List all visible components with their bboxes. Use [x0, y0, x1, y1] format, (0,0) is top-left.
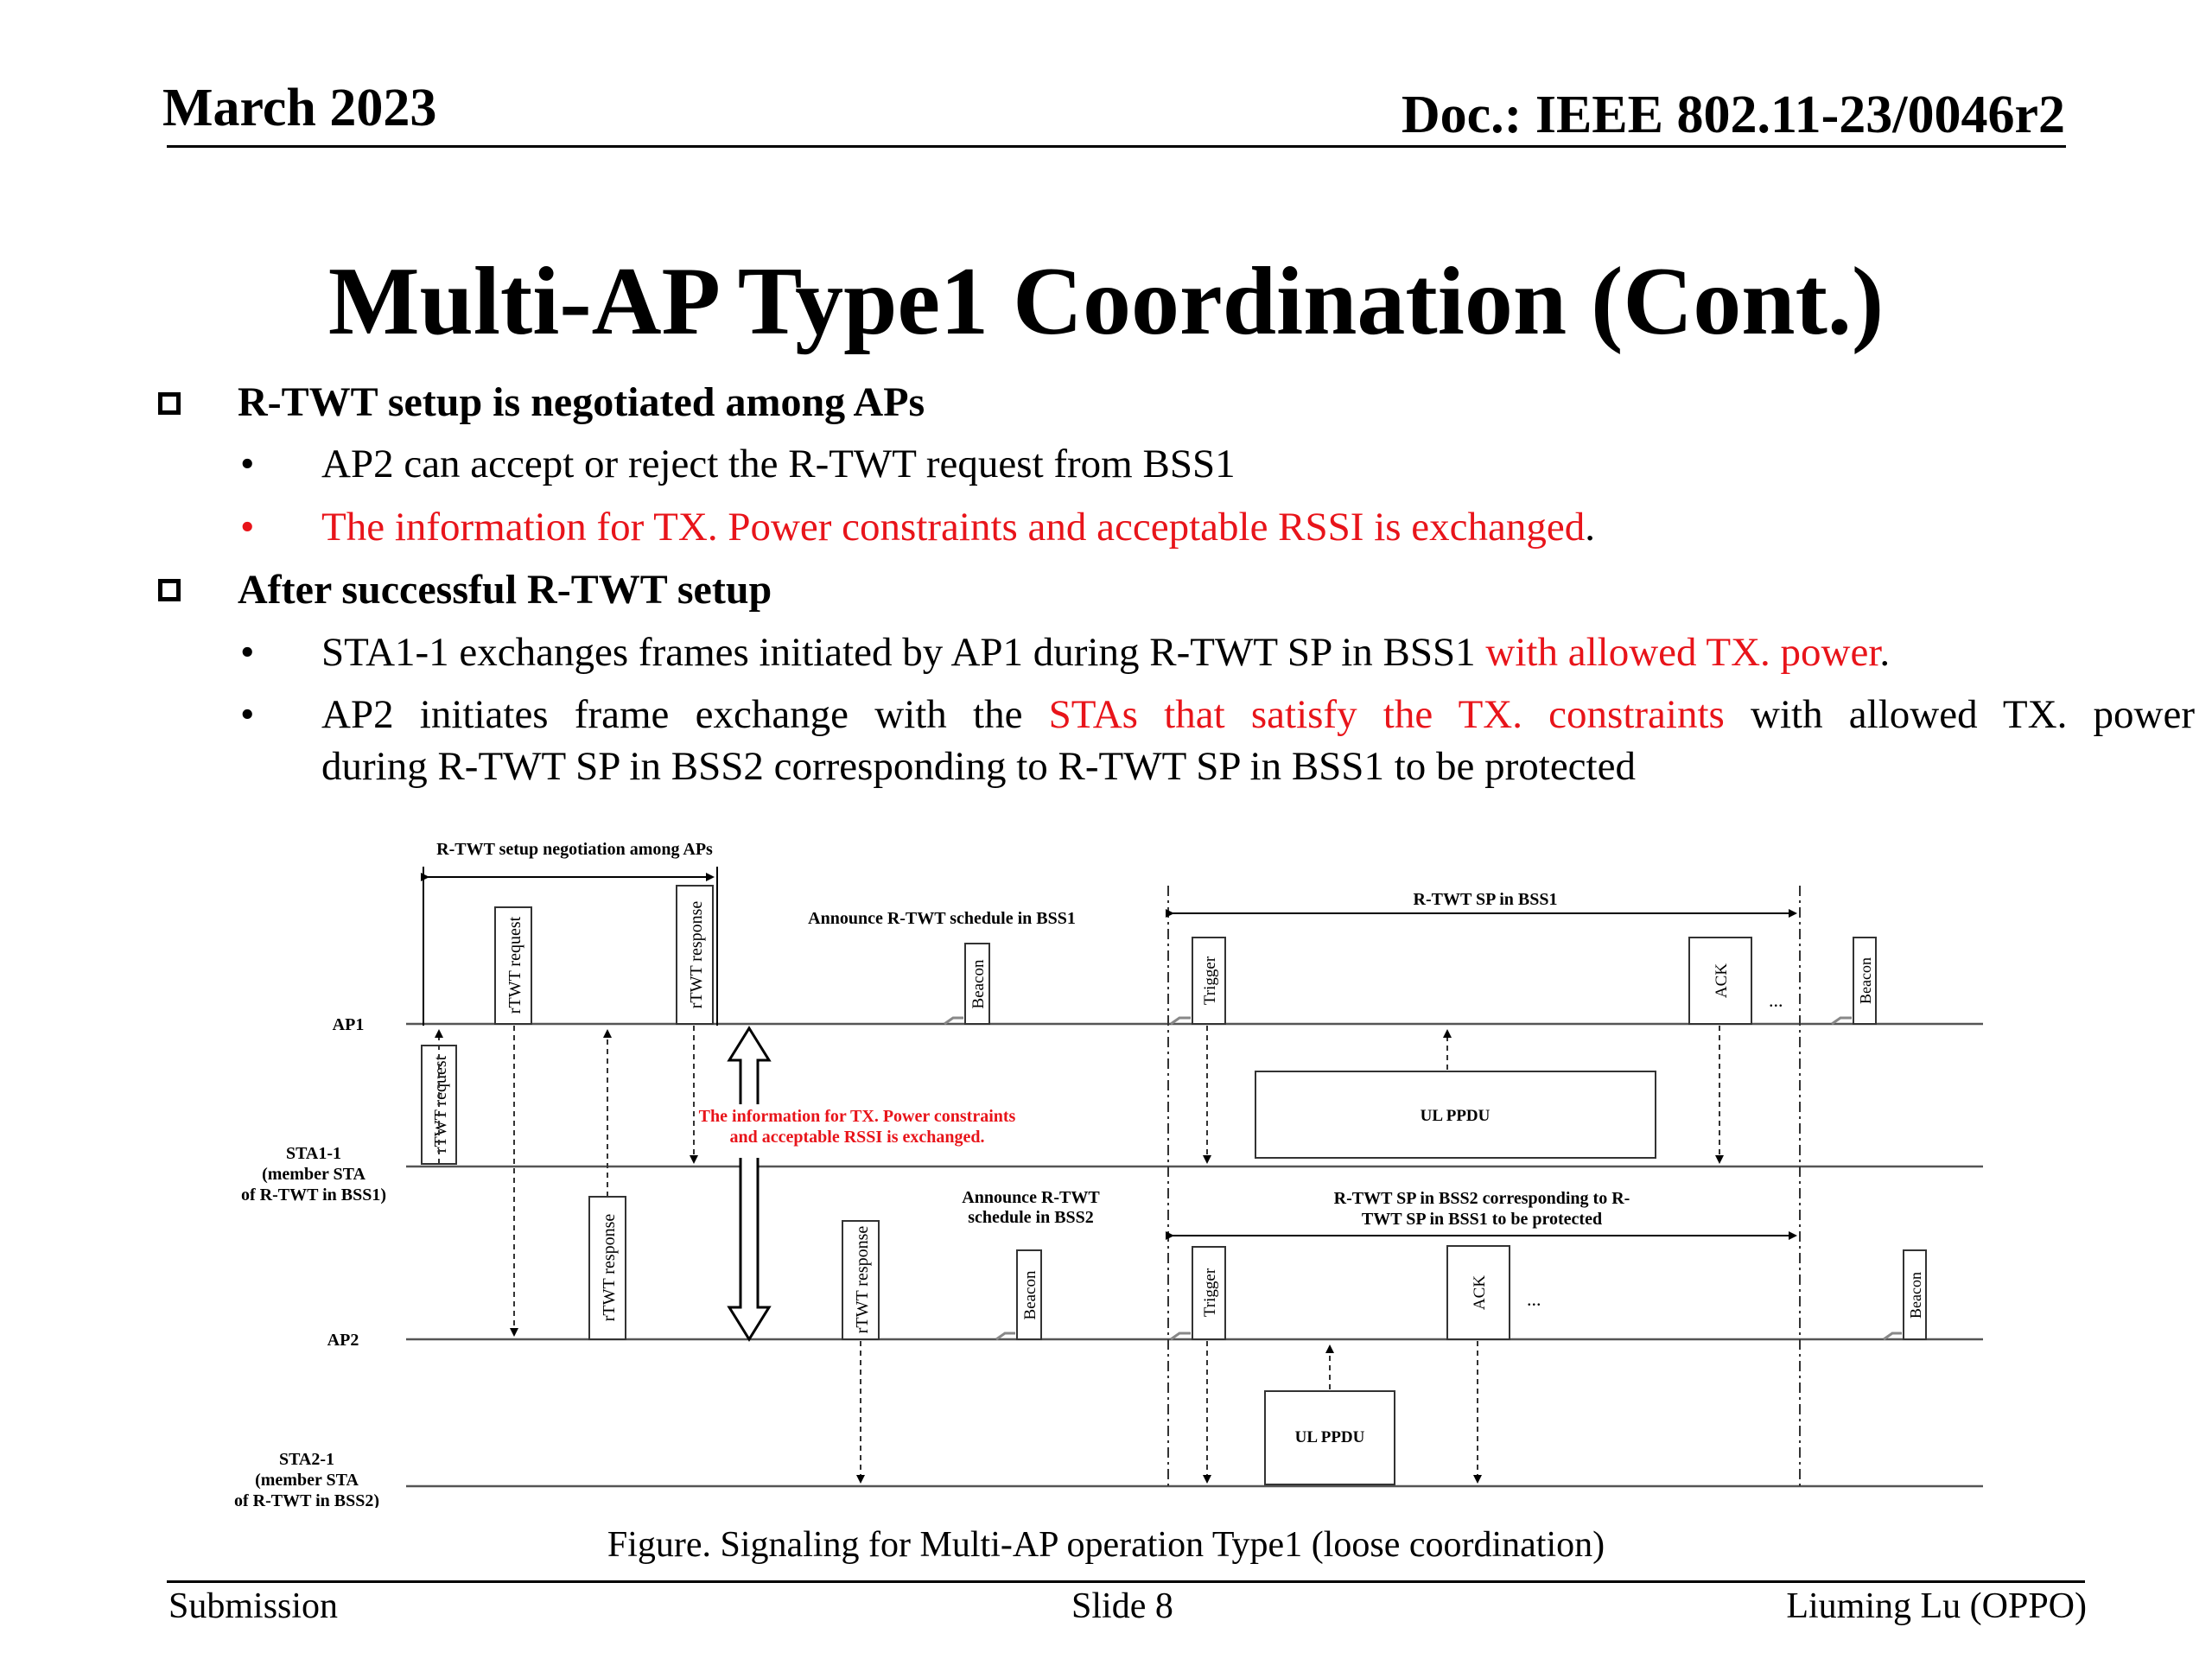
bullet-2-2-pre: AP2 initiates frame exchange with the — [321, 692, 1049, 737]
ellipsis-ap1: ... — [1769, 989, 1783, 1011]
row-label-sta11-1: STA1-1 — [286, 1144, 341, 1163]
label-ul-ppdu-sta21: UL PPDU — [1295, 1428, 1365, 1446]
label-rtwt-response-ap1: rTWT response — [687, 901, 706, 1009]
section-heading-2: After successful R-TWT setup — [238, 567, 772, 613]
frame-rtwt-request-ap1 — [494, 906, 532, 1025]
row-label-sta11-2: (member STA — [262, 1165, 365, 1184]
section-heading-1: R-TWT setup is negotiated among APs — [238, 379, 925, 425]
frame-beacon-ap1-1 — [964, 943, 990, 1025]
info-exchange-double-arrow — [727, 1026, 772, 1342]
bullet-1-2-tail: . — [1585, 505, 1596, 550]
bullet-dot-icon: • — [240, 442, 255, 486]
row-label-ap1: AP1 — [333, 1015, 365, 1034]
slide-title: Multi-AP Type1 Coordination (Cont.) — [327, 248, 1885, 355]
label-trigger-ap2: Trigger — [1201, 1268, 1219, 1317]
signaling-diagram: AP1 STA1-1 (member STA of R-TWT in BSS1)… — [234, 840, 1983, 1508]
announce-bss1-label: Announce R-TWT schedule in BSS1 — [808, 909, 1076, 928]
row-label-sta21-1: STA2-1 — [279, 1450, 334, 1469]
bullet-2-2: AP2 initiates frame exchange with the ST… — [321, 691, 2195, 738]
label-rtwt-request-ap1: rTWT request — [505, 916, 524, 1014]
frame-ack-ap1 — [1688, 937, 1752, 1025]
bullet-2-2-line2: during R-TWT SP in BSS2 corresponding to… — [321, 744, 1636, 789]
frame-beacon-ap2-2 — [1903, 1249, 1927, 1340]
bullet-dot-icon: • — [240, 630, 255, 675]
ellipsis-ap2: ... — [1527, 1288, 1541, 1310]
sp-bss2-label-1: R-TWT SP in BSS2 corresponding to R- — [1334, 1189, 1630, 1208]
info-exchange-label-1: The information for TX. Power constraint… — [699, 1107, 1016, 1126]
footer-slide-number: Slide 8 — [1071, 1586, 1173, 1626]
row-label-ap2: AP2 — [327, 1331, 359, 1350]
announce-bss2-label-1: Announce R-TWT — [962, 1188, 1100, 1207]
announce-bss2-label-2: schedule in BSS2 — [968, 1208, 1094, 1227]
bullet-dot-icon: • — [240, 505, 255, 550]
info-exchange-label-2: and acceptable RSSI is exchanged. — [729, 1128, 984, 1147]
label-beacon-ap1-1: Beacon — [969, 959, 988, 1008]
footer-submission: Submission — [168, 1586, 339, 1626]
bullet-2-1-pre: STA1-1 exchanges frames initiated by AP1… — [321, 630, 1486, 675]
label-rtwt-response-ap2-a: rTWT response — [600, 1214, 619, 1322]
label-beacon-ap2-1: Beacon — [1021, 1270, 1039, 1319]
bullet-2-1-red: with allowed TX. power — [1485, 630, 1880, 675]
square-bullet-icon — [158, 579, 181, 601]
label-beacon-ap2-2: Beacon — [1907, 1272, 1924, 1319]
label-beacon-ap1-2: Beacon — [1857, 957, 1874, 1004]
row-label-sta21-2: (member STA — [255, 1471, 359, 1490]
label-ack-ap2: ACK — [1471, 1275, 1489, 1310]
setup-negotiation-label: R-TWT setup negotiation among APs — [436, 840, 713, 859]
frame-trigger-ap2 — [1192, 1246, 1226, 1340]
bullet-1-1: AP2 can accept or reject the R-TWT reque… — [321, 442, 1236, 486]
bullet-1-2: The information for TX. Power constraint… — [321, 504, 1595, 550]
label-rtwt-response-ap2-b: rTWT response — [853, 1226, 872, 1334]
sp-bss2-label-2: TWT SP in BSS1 to be protected — [1362, 1210, 1602, 1229]
info-text-backdrop — [709, 1104, 1011, 1158]
frame-beacon-ap1-2 — [1853, 937, 1877, 1025]
bullet-dot-icon: • — [240, 692, 255, 737]
frame-ul-ppdu-sta21 — [1264, 1390, 1395, 1485]
figure-caption: Figure. Signaling for Multi-AP operation… — [607, 1525, 1605, 1565]
frame-rtwt-response-ap2-a — [588, 1196, 626, 1340]
bullet-2-2-tail: with allowed TX. power — [1724, 692, 2195, 737]
header-doc-number: Doc.: IEEE 802.11-23/0046r2 — [1401, 86, 2065, 144]
sp-bss1-label: R-TWT SP in BSS1 — [1414, 890, 1558, 909]
label-ack-ap1: ACK — [1713, 963, 1731, 998]
bullet-1-2-red: The information for TX. Power constraint… — [321, 505, 1586, 550]
label-trigger-ap1: Trigger — [1201, 956, 1219, 1005]
label-ul-ppdu-sta11: UL PPDU — [1421, 1107, 1491, 1125]
frame-rtwt-response-ap1 — [676, 885, 714, 1025]
footer-author: Liuming Lu (OPPO) — [1786, 1586, 2087, 1626]
frame-rtwt-response-ap2-b — [842, 1220, 880, 1340]
row-label-sta11-3: of R-TWT in BSS1) — [241, 1185, 386, 1205]
header-date: March 2023 — [162, 79, 437, 137]
row-label-sta21-3: of R-TWT in BSS2) — [234, 1491, 379, 1508]
bullet-2-1-tail: . — [1879, 630, 1891, 675]
frame-ramps — [944, 1016, 1902, 1341]
footer-rule — [167, 1580, 2085, 1583]
frame-trigger-ap1 — [1192, 937, 1226, 1025]
frame-beacon-ap2-1 — [1016, 1249, 1042, 1340]
square-bullet-icon — [158, 392, 181, 415]
frame-ack-ap2 — [1446, 1245, 1510, 1340]
bullet-2-1: STA1-1 exchanges frames initiated by AP1… — [321, 629, 1890, 676]
header-rule — [167, 145, 2066, 148]
frame-ul-ppdu-sta11 — [1255, 1071, 1656, 1159]
label-rtwt-request-sta11: rTWT request — [431, 1055, 450, 1153]
bullet-2-2-red: STAs that satisfy the TX. constraints — [1048, 692, 1725, 737]
